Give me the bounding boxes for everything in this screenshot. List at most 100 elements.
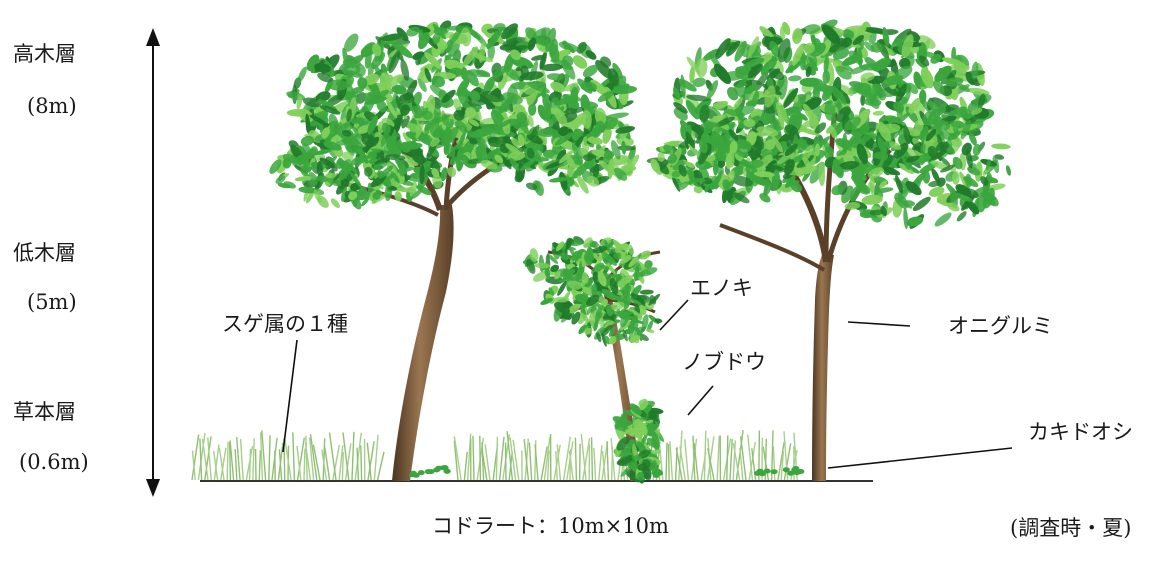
leaf bbox=[470, 127, 495, 138]
grass-blade bbox=[762, 446, 770, 481]
leaf bbox=[971, 107, 983, 115]
leaf bbox=[613, 253, 622, 260]
leaf bbox=[621, 140, 627, 155]
leaf bbox=[861, 194, 883, 205]
leaf bbox=[765, 113, 781, 129]
leaf bbox=[557, 280, 567, 296]
leaf bbox=[584, 327, 593, 335]
leaf bbox=[685, 131, 696, 149]
leaf bbox=[805, 66, 812, 78]
layer-herb-height: (0.6m) bbox=[19, 450, 89, 474]
leaf bbox=[585, 50, 597, 60]
leaf bbox=[410, 150, 427, 165]
leaf bbox=[602, 324, 612, 337]
leaf bbox=[920, 143, 926, 155]
leaf bbox=[785, 175, 796, 189]
leaf bbox=[314, 59, 325, 72]
leaf bbox=[667, 154, 678, 164]
leaf bbox=[918, 35, 936, 49]
leaf bbox=[313, 149, 332, 156]
leaf bbox=[657, 152, 665, 162]
leaf bbox=[712, 161, 719, 176]
leaf bbox=[338, 164, 353, 181]
grass-blade bbox=[278, 449, 283, 481]
leaf bbox=[595, 120, 606, 133]
grass-blade bbox=[351, 431, 355, 481]
leaf bbox=[639, 289, 654, 295]
grass-blade bbox=[739, 448, 744, 481]
leaf bbox=[370, 175, 386, 188]
leaf bbox=[447, 166, 457, 178]
leaf bbox=[788, 75, 802, 82]
leaf bbox=[630, 293, 640, 301]
label-nobudou: ノブドウ bbox=[682, 350, 766, 374]
leaf bbox=[401, 115, 410, 129]
grass-blade bbox=[309, 437, 315, 481]
leaf bbox=[713, 63, 732, 85]
leaf bbox=[867, 167, 884, 179]
leaf bbox=[327, 79, 348, 91]
onigurumi-tree bbox=[646, 19, 1012, 481]
creeper-leaf bbox=[791, 467, 799, 473]
leaf bbox=[391, 84, 407, 95]
leaf bbox=[405, 79, 418, 98]
grass-blade bbox=[360, 445, 363, 481]
grass-blade bbox=[706, 436, 715, 481]
leaf bbox=[952, 156, 963, 170]
leaf bbox=[481, 90, 505, 103]
leaf bbox=[566, 156, 575, 167]
leaf bbox=[931, 168, 940, 184]
leaf bbox=[367, 115, 379, 135]
leaf bbox=[350, 155, 369, 166]
leaf bbox=[645, 328, 655, 333]
leaf bbox=[571, 311, 581, 325]
leaf bbox=[849, 65, 869, 75]
leaf bbox=[392, 41, 413, 59]
leaf bbox=[527, 114, 534, 128]
label-onigurumi: オニグルミ bbox=[948, 314, 1053, 338]
leaf bbox=[901, 156, 911, 170]
leaf bbox=[302, 97, 322, 108]
leaf bbox=[732, 192, 750, 204]
leaf bbox=[785, 60, 803, 74]
leaf bbox=[673, 102, 688, 114]
leaf bbox=[623, 158, 634, 177]
leaf bbox=[363, 73, 380, 86]
grass-blade bbox=[580, 434, 587, 481]
leaf bbox=[525, 182, 538, 190]
leaf bbox=[613, 167, 628, 181]
layer-shrub-height: (5m) bbox=[27, 290, 77, 314]
leaf bbox=[571, 250, 580, 261]
leaf bbox=[586, 304, 594, 316]
leaf bbox=[699, 138, 708, 154]
leaf bbox=[564, 82, 579, 92]
leaf bbox=[822, 85, 833, 101]
leaf bbox=[617, 455, 634, 466]
leaf bbox=[591, 283, 598, 297]
leaf bbox=[348, 191, 358, 201]
leaf bbox=[552, 296, 570, 303]
leaf bbox=[828, 41, 850, 53]
label-enoki: エノキ bbox=[690, 276, 753, 300]
leaf bbox=[407, 122, 420, 133]
leaf bbox=[822, 70, 830, 84]
leaf bbox=[851, 168, 858, 181]
leaf bbox=[972, 143, 981, 156]
grass-blade bbox=[569, 449, 572, 481]
leaf bbox=[688, 143, 700, 157]
leaf bbox=[729, 140, 738, 154]
leaf bbox=[908, 97, 921, 115]
grass-blade bbox=[218, 447, 225, 481]
grass-blade bbox=[479, 435, 482, 481]
grass-blade bbox=[598, 445, 603, 481]
leaf bbox=[977, 93, 986, 109]
leaf bbox=[605, 261, 616, 274]
leaf bbox=[372, 162, 388, 170]
leaf bbox=[702, 177, 713, 185]
creeper-leaf bbox=[758, 471, 766, 477]
leaf bbox=[693, 185, 703, 194]
leaf bbox=[627, 244, 634, 256]
leaf bbox=[615, 125, 636, 134]
leaf bbox=[941, 57, 966, 67]
